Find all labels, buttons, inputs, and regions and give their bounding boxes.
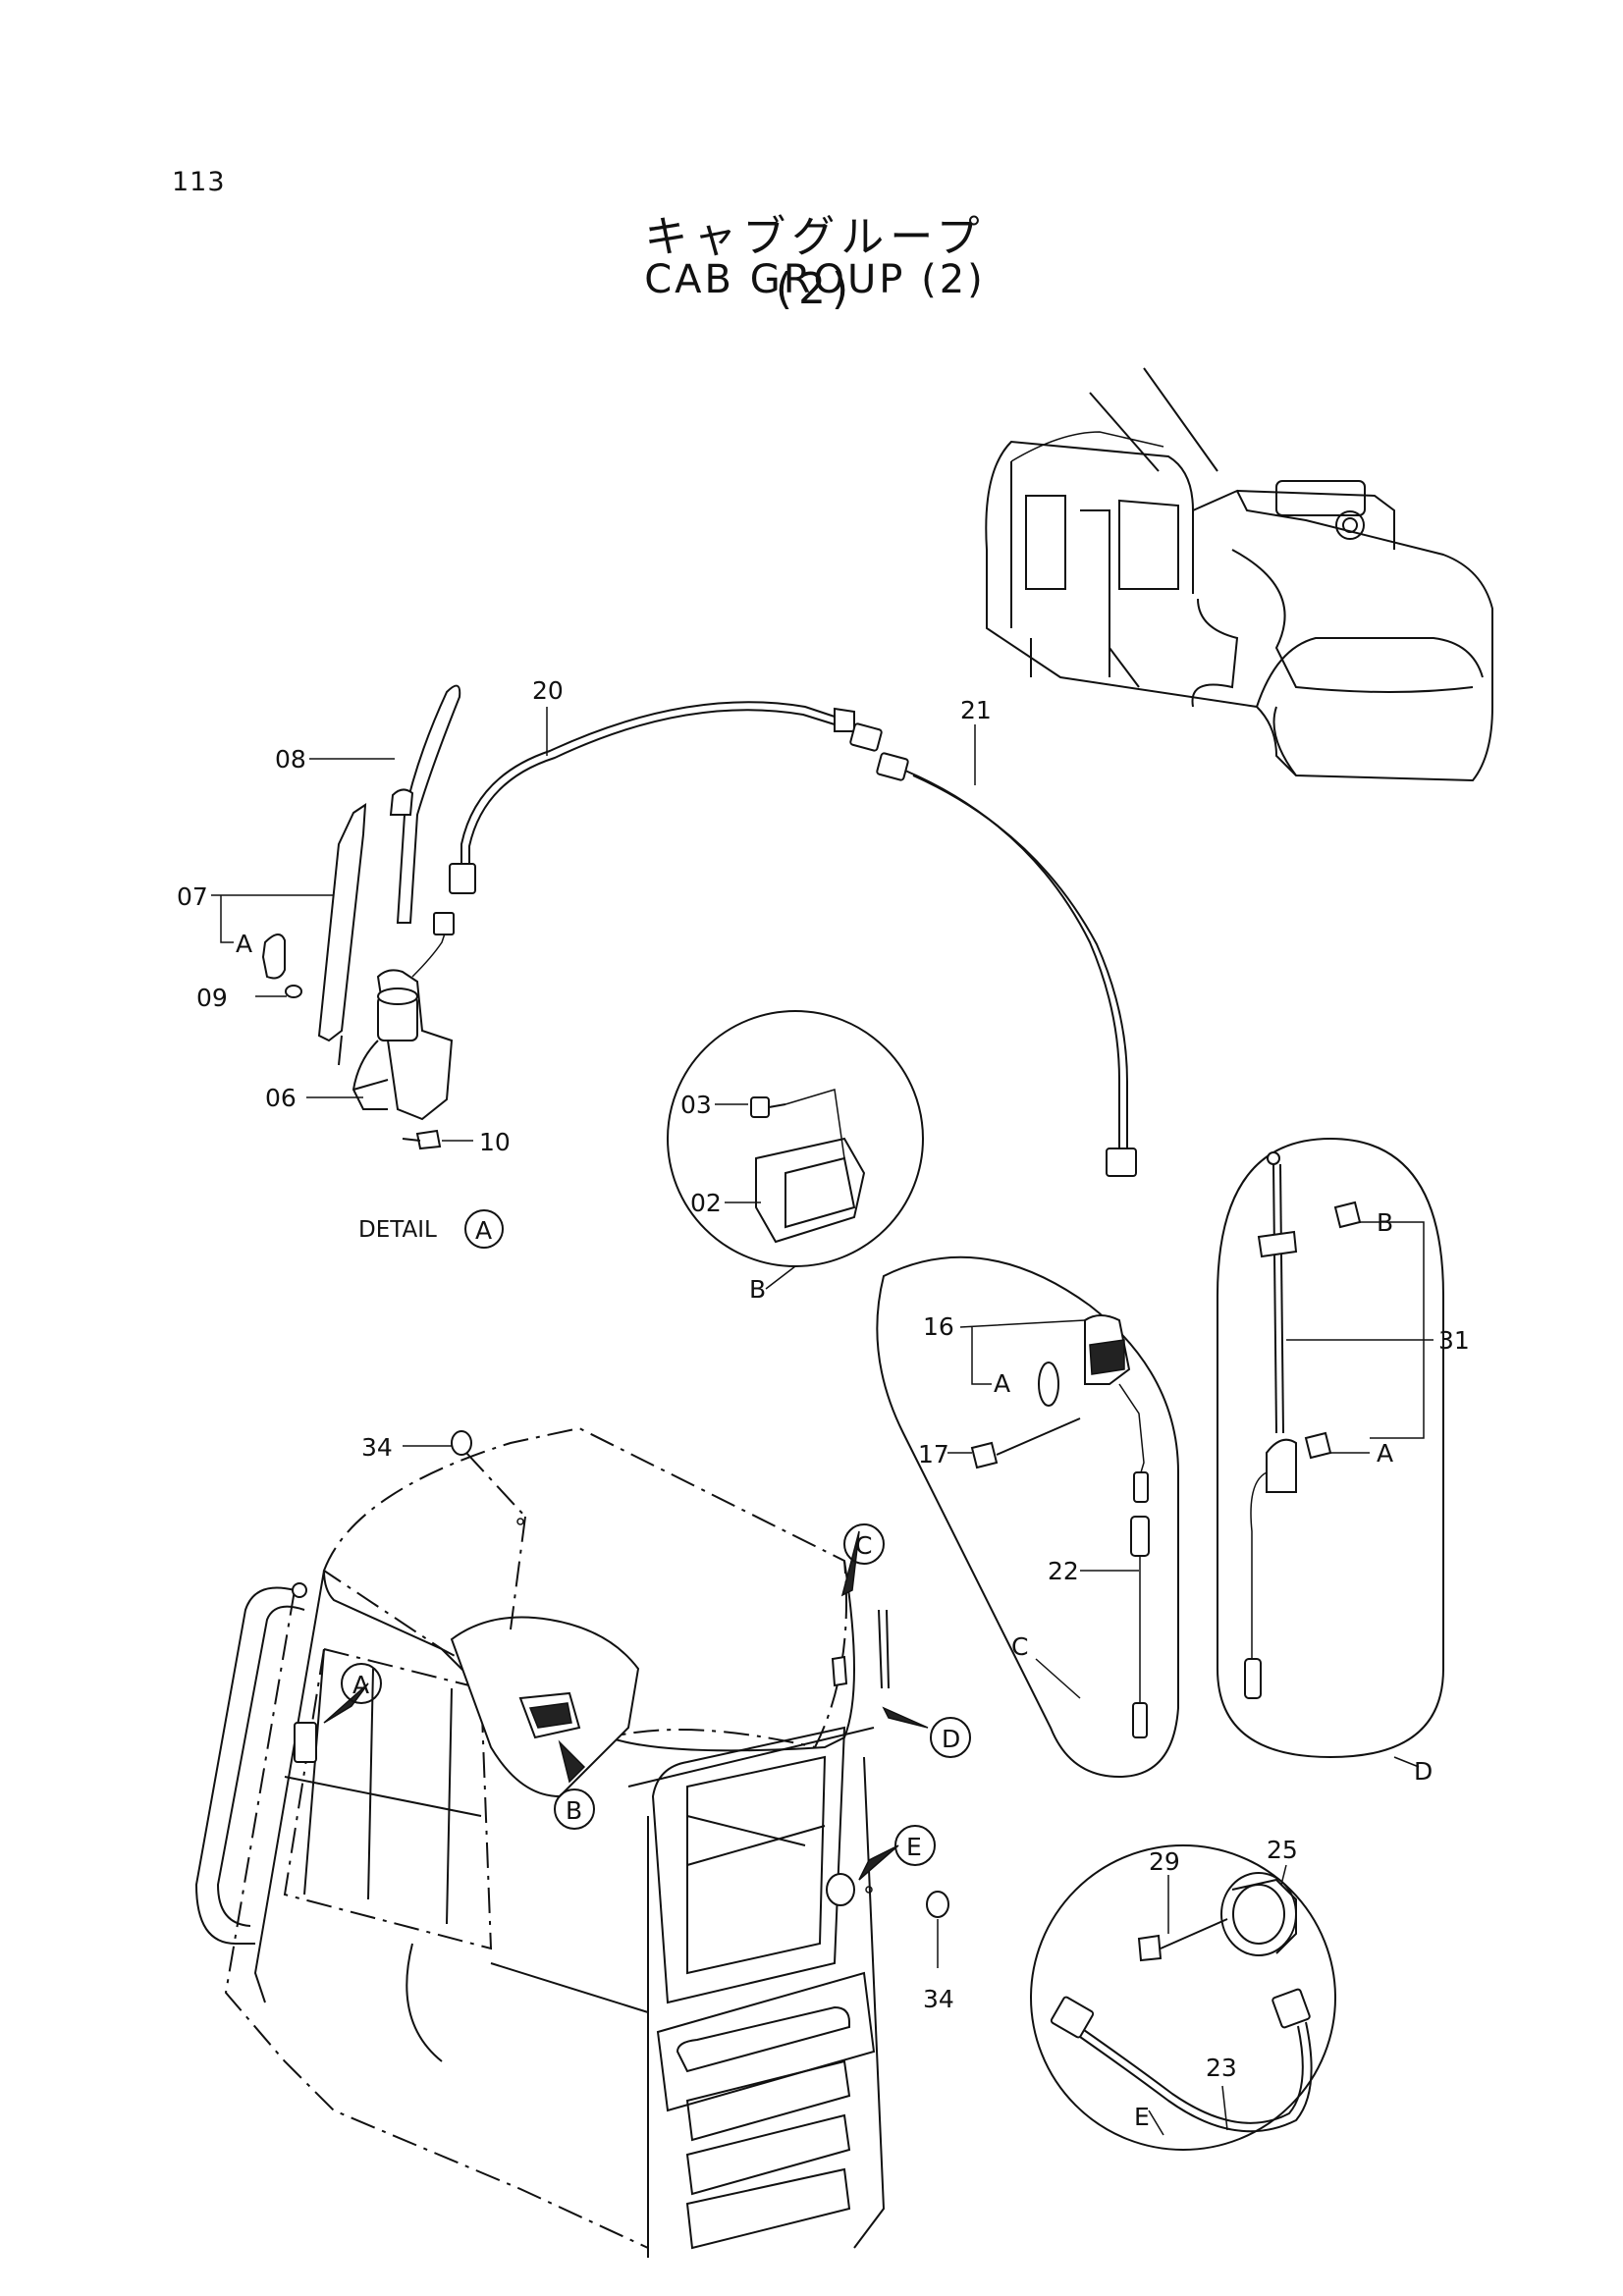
callout-b: B bbox=[566, 1796, 582, 1825]
detail-a-wiper-assembly bbox=[261, 684, 461, 1150]
label-31: 31 bbox=[1438, 1326, 1470, 1355]
callout-a: A bbox=[352, 1671, 369, 1699]
label-10: 10 bbox=[479, 1128, 511, 1156]
label-20: 20 bbox=[532, 676, 564, 705]
label-31-sub-b: B bbox=[1377, 1208, 1393, 1237]
label-34-bottom: 34 bbox=[923, 1985, 954, 2013]
label-17: 17 bbox=[918, 1440, 949, 1468]
label-23: 23 bbox=[1206, 2054, 1237, 2082]
detail-e bbox=[1030, 1844, 1336, 2151]
detail-letter-d: D bbox=[1414, 1757, 1433, 1786]
label-09: 09 bbox=[196, 984, 228, 1012]
label-06: 06 bbox=[265, 1084, 297, 1112]
label-07: 07 bbox=[177, 882, 208, 911]
label-03: 03 bbox=[680, 1091, 712, 1119]
detail-letter-c: C bbox=[1011, 1632, 1028, 1661]
label-29: 29 bbox=[1149, 1847, 1180, 1876]
excavator-overview bbox=[985, 367, 1493, 782]
harness-20 bbox=[449, 701, 883, 894]
cab-main bbox=[194, 1426, 949, 2258]
label-31-sub-a: A bbox=[1377, 1439, 1393, 1468]
label-07-sub-a: A bbox=[236, 930, 252, 958]
label-08: 08 bbox=[275, 745, 306, 774]
detail-a-caption: DETAIL A bbox=[358, 1209, 504, 1249]
label-02: 02 bbox=[690, 1189, 722, 1217]
cab-callouts: A B C D E bbox=[341, 1523, 971, 1866]
detail-d bbox=[1217, 1137, 1444, 1759]
detail-c bbox=[876, 1255, 1179, 1779]
label-22: 22 bbox=[1048, 1557, 1079, 1585]
detail-caption-ref: A bbox=[475, 1216, 492, 1245]
page-number: 113 bbox=[172, 167, 226, 197]
detail-letter-b: B bbox=[749, 1275, 766, 1304]
leader-lines bbox=[211, 707, 1434, 2136]
callout-e: E bbox=[906, 1833, 922, 1861]
detail-letters: B C D E bbox=[749, 1275, 1433, 2131]
detail-b bbox=[667, 1010, 924, 1267]
label-21: 21 bbox=[960, 696, 992, 724]
title-japanese: キャブグループ (2) bbox=[644, 212, 986, 314]
label-25: 25 bbox=[1267, 1836, 1298, 1864]
label-34-top: 34 bbox=[361, 1433, 393, 1462]
callout-d: D bbox=[942, 1725, 960, 1753]
detail-letter-e: E bbox=[1134, 2103, 1150, 2131]
label-16-sub-a: A bbox=[994, 1369, 1010, 1398]
label-16: 16 bbox=[923, 1312, 954, 1341]
part-number-labels: 08 07 A 09 06 10 20 21 03 02 16 A 17 22 … bbox=[177, 676, 1470, 2082]
detail-caption-text: DETAIL bbox=[358, 1217, 437, 1243]
title-english: CAB GROUP (2) bbox=[644, 257, 986, 302]
callout-c: C bbox=[855, 1531, 872, 1560]
harness-21 bbox=[876, 752, 1137, 1177]
